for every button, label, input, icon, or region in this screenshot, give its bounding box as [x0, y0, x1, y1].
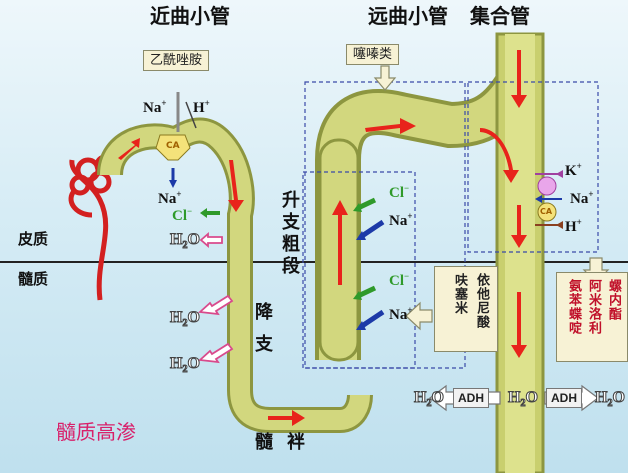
h2o-exit-right: H2O — [594, 389, 625, 410]
drug-thiazides: 噻嗪类 — [346, 44, 400, 65]
ion-na-prox-bottom: Na+ — [158, 189, 182, 207]
ion-na-asc-2: Na+ — [389, 305, 413, 323]
h2o-descending-2: H2O — [169, 355, 200, 376]
ion-na-asc-1: Na+ — [389, 211, 413, 229]
h2o-proximal: H2O — [169, 231, 200, 252]
ion-cl-asc-1: Cl− — [389, 183, 410, 201]
drug-loop-box: 依他尼酸 呋塞米 — [434, 266, 498, 352]
collecting-dashed-box — [467, 81, 599, 253]
label-medulla: 髓质 — [18, 270, 49, 288]
h2o-exit-left: H2O — [413, 389, 444, 410]
ion-na-prox-top: Na+ — [143, 98, 167, 116]
collecting-duct-core — [505, 34, 535, 473]
adh-badge-left: ADH — [453, 388, 489, 408]
label-hyperosmotic-medulla: 髓质高渗 — [56, 420, 136, 444]
header-proximal: 近曲小管 — [150, 4, 230, 28]
drug-k-sparing-box: 螺内酯 阿米洛利 氨苯蝶啶 — [556, 272, 628, 362]
drug-acetazolamide: 乙酰唑胺 — [143, 50, 210, 71]
ion-na-collecting: Na+ — [570, 189, 594, 207]
ascending-ion-arrows — [353, 197, 385, 330]
tubule-path — [97, 117, 373, 433]
drug-furosemide: 呋塞米 — [452, 273, 467, 315]
flow-arrows — [118, 50, 527, 426]
water-arrows — [197, 232, 234, 364]
ion-cl-asc-2: Cl− — [389, 271, 410, 289]
collecting-transporters — [535, 170, 563, 229]
ion-h-collecting: H+ — [565, 217, 582, 235]
drug-triamterene: 氨苯蝶啶 — [566, 279, 581, 335]
ca-label-prox: CA — [166, 141, 180, 151]
proximal-transporter — [155, 92, 197, 188]
ca-label-collecting: CA — [540, 207, 553, 216]
drug-ethacrynic-acid: 依他尼酸 — [474, 273, 489, 329]
label-loop: 髓袢 — [255, 432, 319, 453]
label-cortex: 皮质 — [18, 230, 49, 248]
h2o-duct: H2O — [507, 389, 538, 410]
ion-h-prox: H+ — [193, 98, 210, 116]
h2o-descending-1: H2O — [169, 309, 200, 330]
adh-badge-right: ADH — [546, 388, 582, 408]
header-distal: 远曲小管 — [368, 4, 448, 28]
header-collecting: 集合管 — [470, 4, 530, 28]
label-ascending-limb: 升支粗段 — [279, 190, 300, 278]
ion-k-collecting: K+ — [565, 161, 582, 179]
ascending-dashed-box — [302, 171, 416, 369]
glomerulus — [68, 154, 116, 301]
label-descending-limb: 降支 — [252, 302, 273, 366]
drug-amiloride: 阿米洛利 — [586, 279, 601, 335]
drug-spironolactone: 螺内酯 — [606, 279, 621, 321]
ion-cl-prox: Cl− — [172, 206, 193, 224]
